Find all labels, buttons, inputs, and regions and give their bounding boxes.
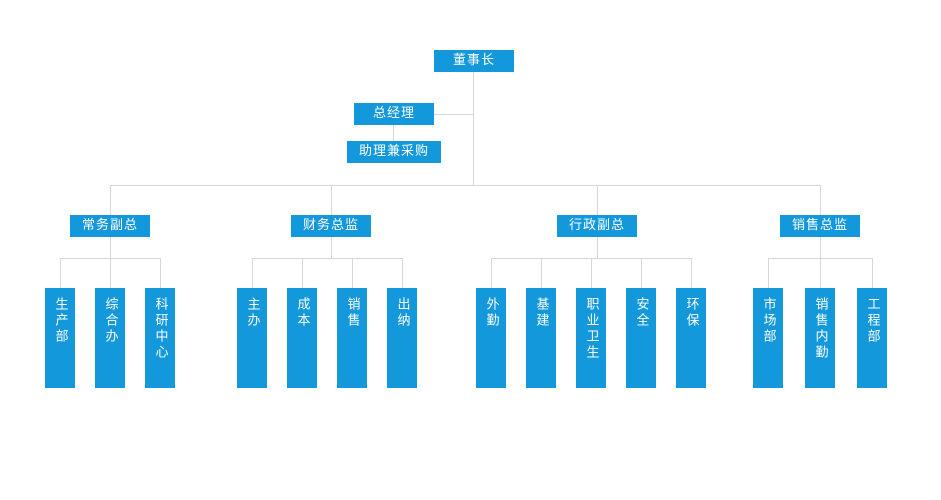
connector-line xyxy=(110,258,111,288)
connector-line xyxy=(160,258,161,288)
connector-line xyxy=(820,258,821,288)
connector-line xyxy=(110,185,820,186)
node-sales-support: 销售内勤 xyxy=(805,288,835,388)
connector-line xyxy=(252,258,402,259)
connector-line xyxy=(331,185,332,215)
node-label: 生产部 xyxy=(52,297,68,345)
connector-line xyxy=(491,258,492,288)
node-research-center: 科研中心 xyxy=(145,288,175,388)
node-label: 职业卫生 xyxy=(583,297,599,361)
node-label: 销售内勤 xyxy=(812,297,828,361)
node-infrastructure: 基建 xyxy=(526,288,556,388)
connector-line xyxy=(597,185,598,215)
connector-line xyxy=(60,258,61,288)
connector-line xyxy=(597,237,598,258)
connector-line xyxy=(110,237,111,258)
connector-line xyxy=(393,125,394,141)
node-general-manager: 总经理 xyxy=(354,103,434,125)
connector-line xyxy=(820,185,821,215)
connector-line xyxy=(110,185,111,215)
node-cashier: 出纳 xyxy=(387,288,417,388)
node-chief-office: 主办 xyxy=(237,288,267,388)
node-sales-director: 销售总监 xyxy=(780,215,860,237)
node-label: 基建 xyxy=(533,297,549,329)
node-label: 出纳 xyxy=(394,297,410,329)
node-environmental: 环保 xyxy=(676,288,706,388)
node-label: 环保 xyxy=(683,297,699,329)
connector-line xyxy=(434,114,473,115)
connector-line xyxy=(820,237,821,258)
node-general-office: 综合办 xyxy=(95,288,125,388)
connector-line xyxy=(768,258,769,288)
node-label: 科研中心 xyxy=(152,297,168,361)
node-label: 市场部 xyxy=(760,297,776,345)
node-label: 工程部 xyxy=(864,297,880,345)
node-safety: 安全 xyxy=(626,288,656,388)
connector-line xyxy=(473,72,474,185)
node-production-dept: 生产部 xyxy=(45,288,75,388)
node-finance-director: 财务总监 xyxy=(291,215,371,237)
node-label: 成本 xyxy=(294,297,310,329)
node-label: 安全 xyxy=(633,297,649,329)
node-occupational-health: 职业卫生 xyxy=(576,288,606,388)
connector-line xyxy=(641,258,642,288)
node-sales: 销售 xyxy=(337,288,367,388)
node-marketing-dept: 市场部 xyxy=(753,288,783,388)
node-label: 综合办 xyxy=(102,297,118,345)
connector-line xyxy=(872,258,873,288)
connector-line xyxy=(402,258,403,288)
node-cost: 成本 xyxy=(287,288,317,388)
node-engineering-dept: 工程部 xyxy=(857,288,887,388)
connector-line xyxy=(302,258,303,288)
connector-line xyxy=(252,258,253,288)
node-label: 外勤 xyxy=(483,297,499,329)
node-label: 销售 xyxy=(344,297,360,329)
node-field-work: 外勤 xyxy=(476,288,506,388)
connector-line xyxy=(541,258,542,288)
node-admin-deputy-gm: 行政副总 xyxy=(557,215,637,237)
connector-line xyxy=(352,258,353,288)
node-assistant-procurement: 助理兼采购 xyxy=(347,141,441,163)
node-executive-deputy-gm: 常务副总 xyxy=(70,215,150,237)
node-chairman: 董事长 xyxy=(434,50,514,72)
node-label: 主办 xyxy=(244,297,260,329)
connector-line xyxy=(331,237,332,258)
connector-line xyxy=(591,258,592,288)
connector-line xyxy=(691,258,692,288)
